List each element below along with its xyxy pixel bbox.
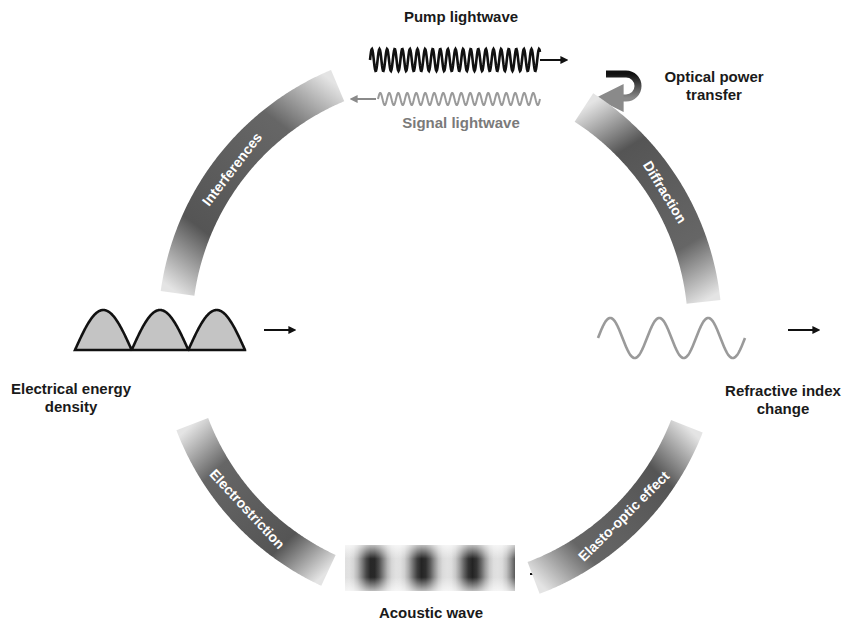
process-label: Electrostriction: [207, 466, 289, 552]
signal-arrow: [356, 98, 376, 100]
index-wave: [598, 318, 745, 358]
annotation-label: Optical power transfer: [652, 68, 776, 104]
process-label: Diffraction: [640, 158, 690, 226]
flow-arrow: [788, 329, 814, 331]
process-label: Interferences: [198, 130, 264, 209]
signal-wave: [378, 93, 540, 105]
process-label: Elasto-optic effect: [575, 468, 673, 565]
process-band: [534, 426, 687, 578]
node-caption: Refractive index change: [715, 382, 851, 418]
stage-node: Acoustic wave: [335, 540, 527, 624]
node-caption: Pump lightwave: [345, 8, 577, 26]
process-band: [178, 86, 338, 294]
process-band: [584, 107, 704, 301]
node-caption: Electrical energy density: [7, 380, 135, 416]
node-caption: Acoustic wave: [335, 604, 527, 622]
transfer-arrow: [606, 74, 638, 98]
process-band: [192, 424, 328, 570]
stage-node: Refractive index change: [595, 308, 853, 420]
flow-arrow: [264, 329, 290, 331]
acoustic-wave-fade: [345, 545, 515, 591]
stage-node: Pump lightwaveSignal lightwave: [345, 6, 577, 134]
energy-density-wave: [75, 310, 245, 350]
pump-arrow: [540, 59, 562, 61]
node-caption: Signal lightwave: [345, 114, 577, 132]
pump-wave: [370, 49, 540, 71]
stage-node: Electrical energy density: [5, 300, 260, 418]
acoustic-wave-bands: [345, 545, 515, 591]
